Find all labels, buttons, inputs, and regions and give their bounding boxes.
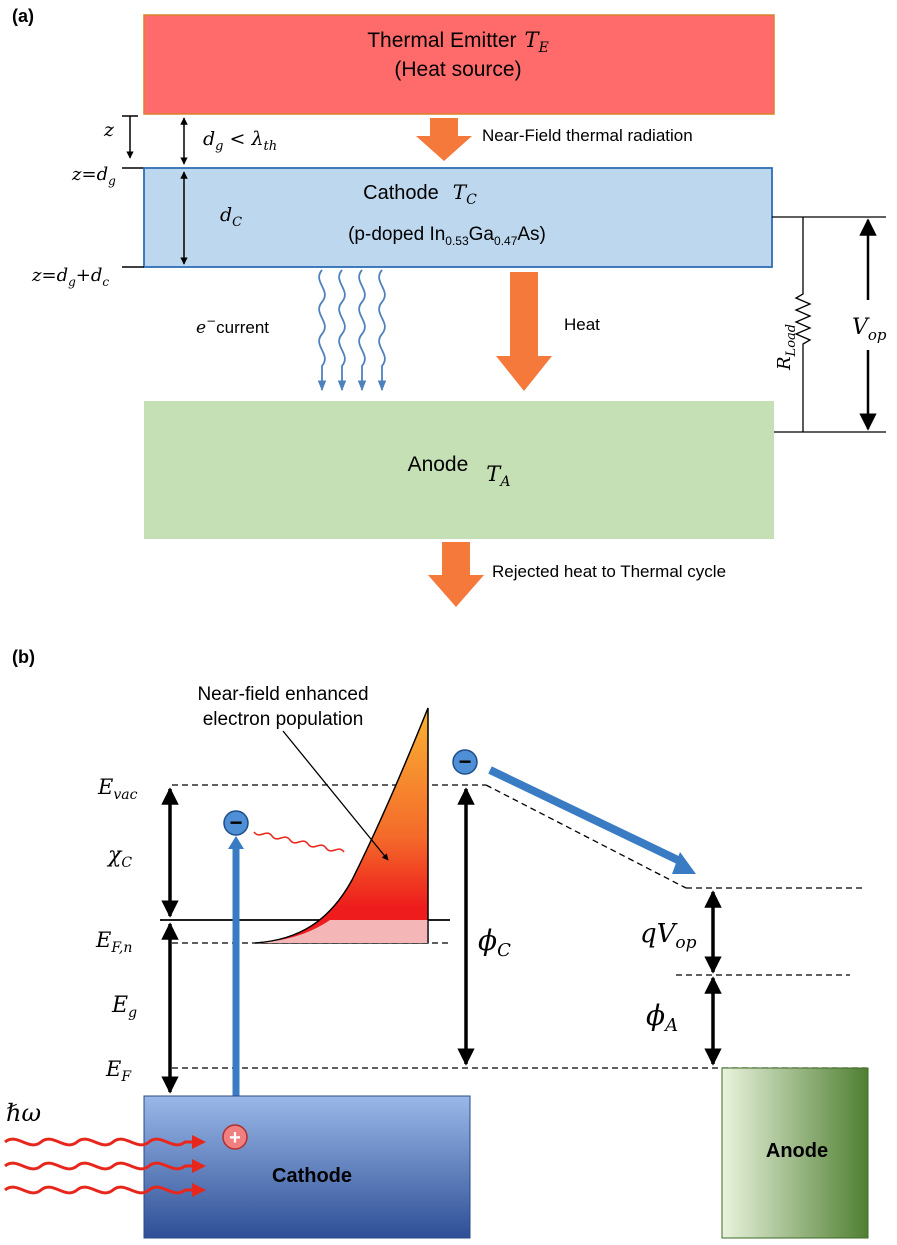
anode-work-function-label: ϕA (646, 999, 678, 1036)
electron-sign: − (230, 810, 243, 835)
hole: + (222, 1124, 248, 1150)
load-resistor (794, 217, 812, 432)
anode-box (144, 401, 774, 539)
electron-transport-arrow-fill (488, 766, 684, 866)
operating-voltage-label: Vop (852, 315, 887, 344)
cathode-work-function-label: ϕC (478, 924, 511, 961)
cathode-box (143, 167, 773, 268)
photon-head-2 (192, 1159, 206, 1173)
energy-levels (172, 784, 866, 1069)
load-circuit (772, 216, 886, 433)
electron-affinity-label: χC (106, 843, 132, 871)
z-equals-dg-plus-dc-label: z=dg+dc (31, 265, 109, 289)
electron-wave-2 (337, 269, 347, 392)
hole-sign: + (229, 1127, 241, 1149)
electron-wave-4 (377, 269, 387, 392)
fermi-energy-label: EF (105, 1057, 132, 1085)
thermalization-wave (253, 831, 345, 853)
cathode-thickness-label: dC (220, 204, 242, 230)
panel-b-label: (b) (12, 647, 35, 667)
photon-wave-1 (4, 1137, 192, 1147)
load-resistance-label: RLoad (774, 324, 799, 371)
bandgap-label: Eg (111, 993, 137, 1021)
rejected-heat-label: Rejected heat to Thermal cycle (492, 562, 726, 581)
heat-arrow (496, 272, 552, 391)
photon-wave-2 (4, 1161, 192, 1171)
emitted-electron-sign: − (459, 749, 472, 774)
population-outline (254, 707, 429, 944)
heat-label: Heat (564, 315, 600, 334)
cathode-material: (p-doped In0.53Ga0.47As) (348, 224, 546, 248)
population-annotation-line2: electron population (203, 709, 364, 730)
electron-current-label: e−current (196, 314, 269, 338)
anode-block-label: Anode (766, 1140, 828, 1162)
cathode-block-label: Cathode (272, 1165, 352, 1187)
excited-electron: − (223, 810, 249, 836)
incoming-photons (4, 1137, 192, 1195)
photo-excitation-arrowhead (228, 836, 244, 849)
photon-energy-label: ℏω (6, 1099, 41, 1127)
population-annotation-line1: Near-field enhanced (197, 684, 368, 705)
electron-transport-arrowhead (672, 852, 696, 874)
z-axis-label: z (103, 119, 115, 141)
vacuum-level-slope (485, 784, 687, 889)
heat-source-label: (Heat source) (394, 58, 521, 81)
electron-current-waves (317, 269, 387, 392)
electron-wave-3 (357, 269, 367, 392)
vacuum-energy-label: Evac (97, 775, 138, 803)
population-tail (255, 920, 428, 943)
photon-head-1 (192, 1135, 206, 1149)
rejected-heat-arrow (428, 542, 484, 607)
thermal-emitter-box (143, 14, 775, 115)
near-field-radiation-arrow (416, 118, 472, 161)
near-field-radiation-label: Near-Field thermal radiation (482, 126, 693, 145)
z-equals-dg-label: z=dg (71, 164, 116, 188)
photon-wave-3 (4, 1185, 192, 1195)
anode-block (721, 1067, 869, 1239)
voltage-energy-label: qVop (640, 919, 697, 953)
annotation-pointer (282, 730, 389, 861)
electron-population-shape (254, 707, 429, 944)
emitted-electron: − (452, 749, 478, 775)
quasi-fermi-label: EF,n (95, 928, 132, 956)
panel-a-label: (a) (12, 6, 34, 26)
photon-head-3 (192, 1183, 206, 1197)
electron-wave-1 (317, 269, 327, 392)
gap-condition-label: dg < λth (203, 128, 277, 154)
